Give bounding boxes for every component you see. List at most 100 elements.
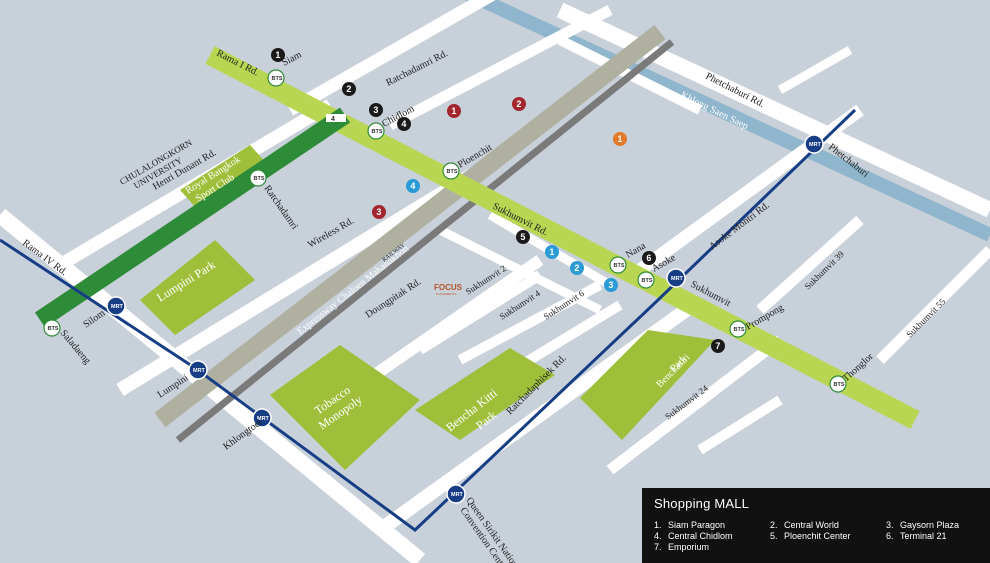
marker-orange-1[interactable]: 1 [613,132,627,146]
legend-grid: 1. Siam Paragon 2. Central World 3. Gaysorn P… [654,520,978,552]
bts-asoke-station[interactable]: BTS [637,271,655,289]
bts-nana-tag: BTS [614,263,625,269]
marker-black-4[interactable]: 4 [397,117,411,131]
marker-red-3[interactable]: 3 [372,205,386,219]
bts-saladaeng-tag: BTS [48,326,59,332]
legend-item-num: 3. [886,520,894,530]
bts-ploenchit-tag: BTS [447,169,458,175]
bts-siam-station[interactable]: BTS [267,69,285,87]
marker-black-3-num: 3 [373,105,378,115]
bts-siam-tag: BTS [272,76,283,82]
marker-blue-4[interactable]: 4 [406,179,420,193]
mrt-khlongtoei-tag: MRT [257,416,270,422]
mrt-stations: MRT MRT MRT MRT MRT MRT [106,134,824,504]
marker-blue-1-num: 1 [549,247,554,257]
marker-blue-3[interactable]: 3 [604,278,618,292]
bts-ratchadamri-station[interactable]: BTS [249,169,267,187]
legend-item-num: 7. [654,542,662,552]
focus-logo-sub: PLACEMENTS [436,292,456,296]
legend-item-name: Central Chidlom [668,531,733,541]
marker-black-1[interactable]: 1 [271,48,285,62]
bts-phrompong-station[interactable]: BTS [729,320,747,338]
marker-blue-4-num: 4 [410,181,415,191]
bts-asoke-tag: BTS [642,278,653,284]
marker-blue-2-num: 2 [574,263,579,273]
marker-blue-3-num: 3 [608,280,613,290]
mrt-sukhumvit-station[interactable]: MRT [666,268,686,288]
bts-ploenchit-station[interactable]: BTS [442,162,460,180]
marker-red-1-num: 1 [451,106,456,116]
bts-stations: BTS BTS BTS BTS BTS BTS BTS BTS BTS [43,69,847,393]
marker-black-5[interactable]: 5 [516,230,530,244]
bts-nana-station[interactable]: BTS [609,256,627,274]
bts-silom-line [34,107,351,328]
marker-red-1[interactable]: 1 [447,104,461,118]
mrt-phetchaburi-station[interactable]: MRT [804,134,824,154]
marker-black-7-num: 7 [715,341,720,351]
marker-black-1-num: 1 [275,50,280,60]
legend-item-name: Siam Paragon [668,520,726,530]
marker-black-4-num: 4 [401,119,406,129]
mrt-khlongtoei-station[interactable]: MRT [252,408,272,428]
legend-item-name: Gaysorn Plaza [900,520,960,530]
svg-text:4: 4 [331,116,335,123]
legend-item-num: 6. [886,531,894,541]
legend-item-num: 1. [654,520,662,530]
mrt-silom-tag: MRT [111,304,124,310]
marker-blue-2[interactable]: 2 [570,261,584,275]
bts-saladaeng-station[interactable]: BTS [43,319,61,337]
legend-item: 3. Gaysorn Plaza [886,520,986,530]
bencha-kitti-park [415,348,555,440]
focus-logo: FOCUS PLACEMENTS [434,283,463,296]
legend-item: 4.Central Chidlom [654,531,770,541]
focus-logo-text: FOCUS [434,283,463,292]
marker-black-7[interactable]: 7 [711,339,725,353]
legend-item: 1. Siam Paragon [654,520,770,530]
parks [140,145,715,470]
mall-markers: 1 2 3 4 5 6 7 1 2 3 1 2 3 4 1 [271,48,725,353]
marker-black-5-num: 5 [520,232,525,242]
legend-item-name: Ploenchit Center [784,531,851,541]
railway [175,39,675,443]
legend-item-num: 5. [770,531,778,541]
tobacco-monopoly [270,345,420,470]
legend-item-name: Central World [784,520,839,530]
marker-red-2-num: 2 [516,99,521,109]
marker-blue-1[interactable]: 1 [545,245,559,259]
khlong-saen-saep [464,0,990,242]
marker-black-2[interactable]: 2 [342,82,356,96]
marker-black-2-num: 2 [346,84,351,94]
bts-phrompong-tag: BTS [734,327,745,333]
legend-item-num: 2. [770,520,778,530]
benchasiri-park [580,330,715,440]
silom-line-tag: 4 [326,114,346,123]
legend-item: 7. Emporium [654,542,770,552]
legend-item-name: Emporium [668,542,710,552]
bts-ratchadamri-tag: BTS [254,176,265,182]
bts-thonglor-station[interactable]: BTS [829,375,847,393]
mrt-sukhumvit-tag: MRT [671,276,684,282]
marker-black-3[interactable]: 3 [369,103,383,117]
mrt-qsncc-tag: MRT [451,492,464,498]
bts-thonglor-tag: BTS [834,382,845,388]
bts-chidlom-station[interactable]: BTS [367,122,385,140]
shopping-mall-legend: Shopping MALL 1. Siam Paragon 2. Central Wo… [642,488,990,563]
lumpini-park [140,240,255,335]
expressway [154,24,666,428]
legend-title: Shopping MALL [654,496,750,511]
mrt-lumpini-tag: MRT [193,368,206,374]
marker-black-6[interactable]: 6 [642,251,656,265]
mrt-phetchaburi-tag: MRT [809,142,822,148]
bts-chidlom-tag: BTS [372,129,383,135]
mrt-line [0,108,857,532]
legend-item: 6.Terminal 21 [886,531,986,541]
marker-orange-1-num: 1 [617,134,622,144]
mrt-silom-station[interactable]: MRT [106,296,126,316]
mrt-qsncc-station[interactable]: MRT [446,484,466,504]
marker-red-2[interactable]: 2 [512,97,526,111]
mrt-lumpini-station[interactable]: MRT [188,360,208,380]
legend-item: 2. Central World [770,520,886,530]
marker-red-3-num: 3 [376,207,381,217]
